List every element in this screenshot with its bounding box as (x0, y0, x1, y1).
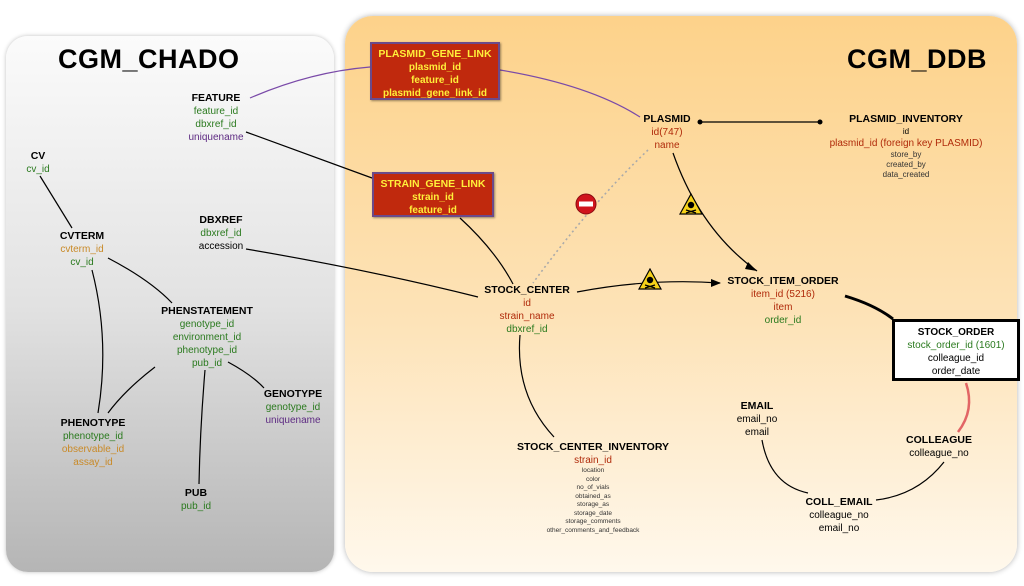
edge-plasmid-gene-link-plasmid (499, 69, 641, 118)
edge-stock-order-colleague (957, 382, 971, 433)
entity-strain-gene-link: STRAIN_GENE_LINK strain_id feature_id (372, 172, 494, 217)
entity-colleague: COLLEAGUE colleague_no (906, 434, 972, 459)
ddb-title: CGM_DDB (847, 44, 988, 74)
edge-phenstatement-pub (198, 369, 206, 485)
chado-panel (6, 36, 334, 572)
edge-cv-cvterm (39, 175, 73, 229)
no-entry-icon (575, 193, 597, 215)
toxic-warning-icon (679, 193, 703, 215)
entity-pub: PUB pub_id (180, 487, 212, 512)
entity-stock-order: STOCK_ORDER stock_order_id (1601) collea… (892, 319, 1020, 381)
edge-stock-center-inventory (518, 334, 555, 438)
edge-colleague-coll-email (875, 461, 945, 501)
chado-title: CGM_CHADO (58, 44, 240, 74)
edge-feature-plasmid-gene-link (249, 66, 371, 99)
entity-plasmid: PLASMID id(747) name (643, 113, 691, 151)
entity-stock-center-inventory: STOCK_CENTER_INVENTORY strain_id locatio… (516, 441, 670, 534)
entity-cvterm: CVTERM cvterm_id cv_id (59, 230, 105, 268)
entity-plasmid-gene-link: PLASMID_GENE_LINK plasmid_id feature_id … (370, 42, 500, 100)
edge-phenstatement-phenotype (107, 366, 156, 414)
edge-feature-strain-gene-link (245, 131, 373, 179)
entity-email: EMAIL email_no email (736, 400, 778, 438)
entity-plasmid-inventory: PLASMID_INVENTORY id plasmid_id (foreign… (829, 113, 983, 179)
entity-cv: CV cv_id (26, 150, 50, 175)
ddb-panel (345, 16, 1017, 572)
entity-stock-center: STOCK_CENTER id strain_name dbxref_id (484, 284, 570, 335)
edge-dbxref-stock-center (245, 248, 479, 298)
entity-stock-item-order: STOCK_ITEM_ORDER item_id (5216) item ord… (727, 275, 839, 326)
edge-strain-gene-link-stock-center (459, 217, 514, 285)
entity-genotype: GENOTYPE genotype_id uniquename (263, 388, 323, 426)
entity-feature: FEATURE feature_id dbxref_id uniquename (188, 92, 244, 143)
entity-phenstatement: PHENSTATEMENT genotype_id environment_id… (161, 305, 253, 369)
edge-stock-item-order-stock-order (844, 294, 894, 321)
entity-phenotype: PHENOTYPE phenotype_id observable_id ass… (60, 417, 126, 468)
entity-dbxref: DBXREF dbxref_id accession (198, 214, 244, 252)
toxic-warning-icon (638, 268, 662, 290)
edge-email-coll-email (761, 439, 809, 494)
edge-cvterm-phenstatement (107, 257, 173, 304)
edge-phenstatement-genotype (227, 361, 265, 389)
edge-plasmid-stock-item-order (672, 152, 758, 272)
edge-cvterm-phenotype (91, 269, 104, 414)
entity-coll-email: COLL_EMAIL colleague_no email_no (805, 496, 873, 534)
edge-plasmid-stock-center-dotted (532, 149, 649, 284)
